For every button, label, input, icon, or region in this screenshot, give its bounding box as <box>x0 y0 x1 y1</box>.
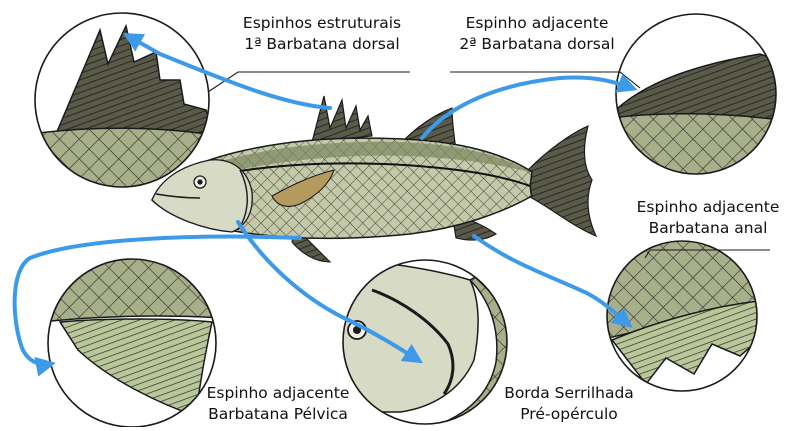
label-preopercle-line1: Borda Serrilhada <box>494 383 644 404</box>
label-preopercle-line2: Pré-opérculo <box>494 404 644 425</box>
label-dorsal1-line1: Espinhos estruturais <box>232 13 412 34</box>
preopercle-zoom-circle <box>340 258 510 427</box>
label-dorsal1-line2: 1ª Barbatana dorsal <box>232 34 412 55</box>
anal-zoom-circle <box>600 236 770 396</box>
label-pelvic-line1: Espinho adjacente <box>198 383 358 404</box>
label-pelvic-line2: Barbatana Pélvica <box>198 404 358 425</box>
label-anal: Espinho adjacente Barbatana anal <box>628 197 788 239</box>
label-pelvic: Espinho adjacente Barbatana Pélvica <box>198 383 358 425</box>
label-dorsal2-line2: 2ª Barbatana dorsal <box>452 34 622 55</box>
label-dorsal2: Espinho adjacente 2ª Barbatana dorsal <box>452 13 622 55</box>
label-dorsal2-line1: Espinho adjacente <box>452 13 622 34</box>
label-preopercle: Borda Serrilhada Pré-opérculo <box>494 383 644 425</box>
label-dorsal1: Espinhos estruturais 1ª Barbatana dorsal <box>232 13 412 55</box>
dorsal2-zoom-circle <box>610 10 780 180</box>
label-anal-line2: Barbatana anal <box>628 218 788 239</box>
label-anal-line1: Espinho adjacente <box>628 197 788 218</box>
